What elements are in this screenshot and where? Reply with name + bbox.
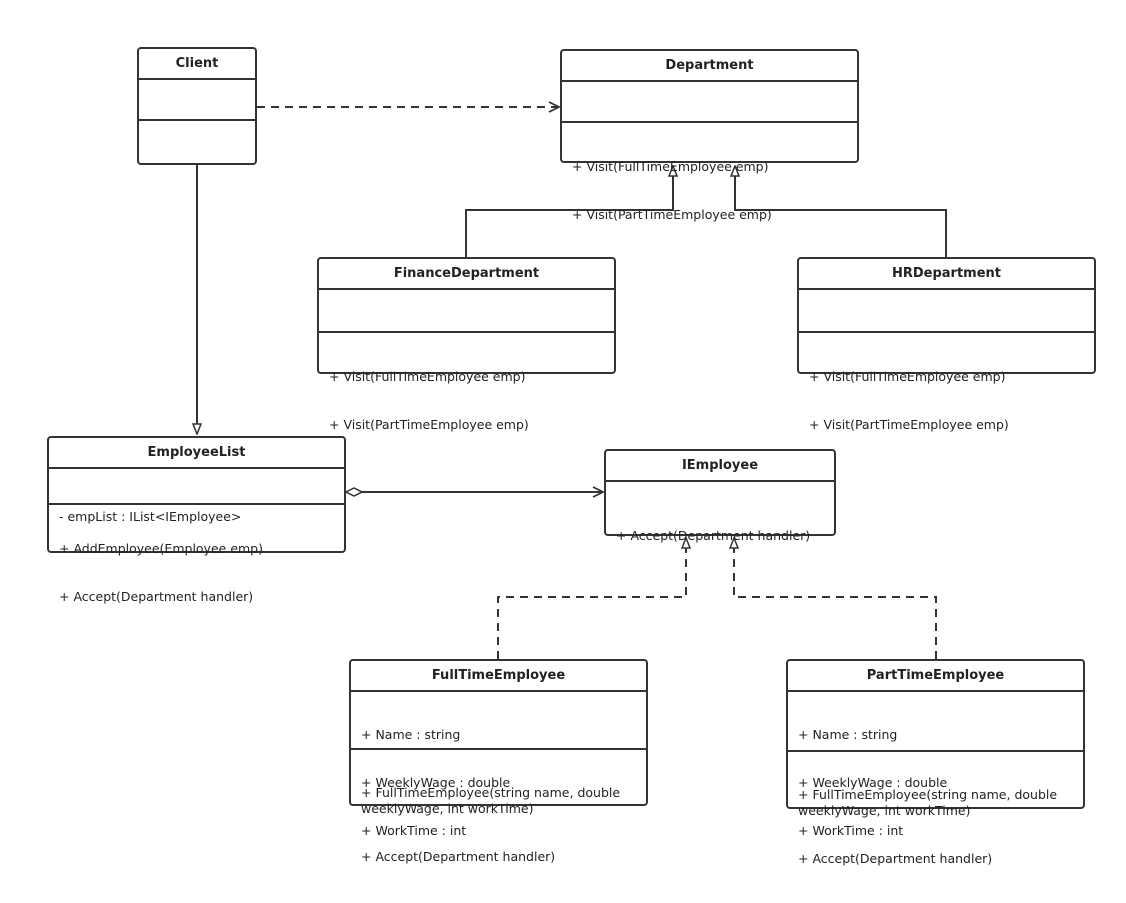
class-attributes xyxy=(799,290,1094,333)
method: + Accept(Department handler) xyxy=(59,589,254,604)
generalization-finance-department xyxy=(465,166,673,257)
class-methods: + Visit(FullTimeEmployee emp) + Visit(Pa… xyxy=(319,333,614,469)
attribute: + Name : string xyxy=(361,727,461,742)
class-department[interactable]: Department + Visit(FullTimeEmployee emp)… xyxy=(560,49,859,222)
method: + Visit(FullTimeEmployee emp) xyxy=(809,369,1006,384)
class-iemployee[interactable]: IEmployee + Accept(Department handler) xyxy=(604,449,836,543)
class-hr-department[interactable]: HRDepartment + Visit(FullTimeEmployee em… xyxy=(797,257,1096,432)
class-client[interactable]: Client xyxy=(137,47,257,165)
method: + Accept(Department handler) xyxy=(798,851,993,866)
method: + Visit(FullTimeEmployee emp) xyxy=(329,369,526,384)
class-name: EmployeeList xyxy=(49,438,344,469)
method: + Visit(PartTimeEmployee emp) xyxy=(809,417,1009,432)
class-name: PartTimeEmployee xyxy=(788,661,1083,692)
class-name: HRDepartment xyxy=(799,259,1094,290)
class-attributes xyxy=(319,290,614,333)
class-attributes: - empList : IList<IEmployee> xyxy=(49,469,344,524)
class-employee-list[interactable]: EmployeeList - empList : IList<IEmployee… xyxy=(47,436,346,604)
method: + FullTimeEmployee(string name, double w… xyxy=(361,785,625,816)
class-name: IEmployee xyxy=(606,451,834,482)
class-methods xyxy=(139,121,255,129)
method: + FullTimeEmployee(string name, double w… xyxy=(798,787,1062,818)
attribute: + WeeklyWage : double xyxy=(798,775,948,790)
realization-parttime-iemployee xyxy=(734,538,937,659)
connector-layer xyxy=(0,0,947,659)
generalization-hr-department xyxy=(735,166,947,257)
attribute: + WeeklyWage : double xyxy=(361,775,511,790)
attribute: - empList : IList<IEmployee> xyxy=(59,509,242,524)
class-methods: + AddEmployee(Employee emp) + Accept(Dep… xyxy=(49,505,344,641)
method: + Visit(FullTimeEmployee emp) xyxy=(572,159,769,174)
class-methods: + Visit(FullTimeEmployee emp) + Visit(Pa… xyxy=(799,333,1094,469)
class-attributes xyxy=(139,80,255,121)
class-name: Client xyxy=(139,49,255,80)
class-part-time-employee[interactable]: PartTimeEmployee + Name : string + Weekl… xyxy=(786,659,1085,866)
method: + AddEmployee(Employee emp) xyxy=(59,541,263,556)
realization-fulltime-iemployee xyxy=(497,538,686,659)
class-full-time-employee[interactable]: FullTimeEmployee + Name : string + Weekl… xyxy=(349,659,648,864)
method: + Visit(PartTimeEmployee emp) xyxy=(572,207,772,222)
class-finance-department[interactable]: FinanceDepartment + Visit(FullTimeEmploy… xyxy=(317,257,616,432)
class-attributes xyxy=(562,82,857,123)
uml-class-diagram: Client Department + Visit(FullTimeEmploy… xyxy=(0,0,1096,866)
method: + Accept(Department handler) xyxy=(361,849,556,864)
class-methods: + Visit(FullTimeEmployee emp) + Visit(Pa… xyxy=(562,123,857,259)
class-name: FullTimeEmployee xyxy=(351,661,646,692)
attribute: + Name : string xyxy=(798,727,898,742)
attribute: + WorkTime : int xyxy=(361,823,467,838)
class-attributes: + Name : string + WeeklyWage : double + … xyxy=(788,692,1083,838)
class-attributes: + Name : string + WeeklyWage : double + … xyxy=(351,692,646,838)
method: + Visit(PartTimeEmployee emp) xyxy=(329,417,529,432)
attribute: + WorkTime : int xyxy=(798,823,904,838)
class-name: FinanceDepartment xyxy=(319,259,614,290)
class-name: Department xyxy=(562,51,857,82)
method: + Accept(Department handler) xyxy=(616,528,811,543)
class-methods: + Accept(Department handler) xyxy=(606,482,834,580)
